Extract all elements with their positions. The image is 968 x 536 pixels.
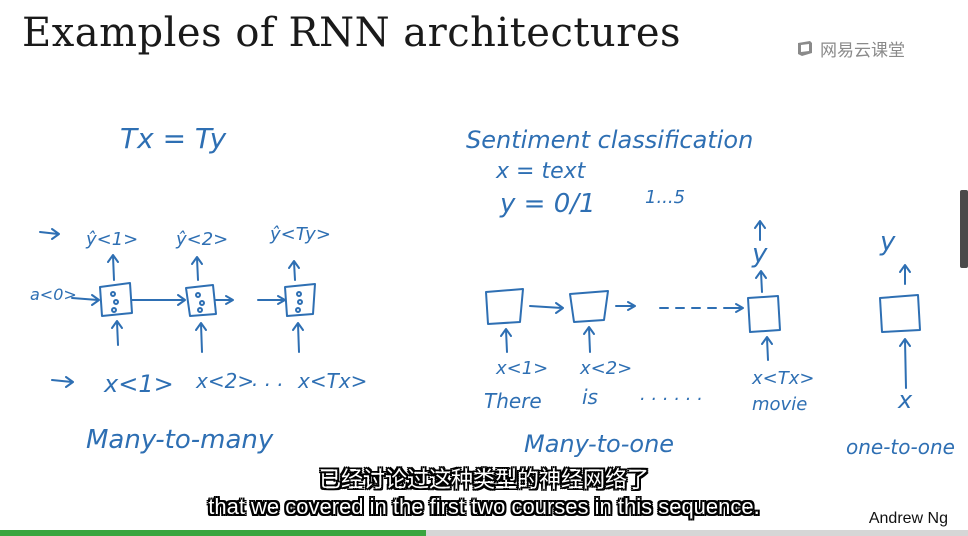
- subtitle-chinese: 已经讨论过这种类型的神经网络了: [318, 468, 649, 493]
- rnn-cell-m2o-3: [747, 295, 781, 333]
- y-class-label: y = 0/1: [499, 189, 596, 219]
- a0-label: a<0>: [30, 285, 77, 304]
- rnn-cell-m2o-2: [569, 290, 609, 323]
- output-1: ŷ<1>: [85, 229, 138, 250]
- o2o-output-y: y: [879, 227, 896, 257]
- many-to-one-label: Many-to-one: [524, 430, 674, 458]
- m2o-input-tx: x<Tx>: [751, 368, 814, 389]
- one-to-one-label: one-to-one: [846, 435, 955, 459]
- word-is: is: [582, 385, 598, 409]
- output-ty: ŷ<Ty>: [269, 224, 331, 245]
- logo-text: 网易云课堂: [820, 41, 905, 61]
- input-2: x<2>: [195, 369, 254, 393]
- cloud-classroom-icon: [798, 40, 812, 56]
- range-label: 1...5: [645, 187, 685, 208]
- subtitle-english: that we covered in the first two courses…: [208, 494, 760, 519]
- slide-title: Examples of RNN architectures: [22, 10, 682, 56]
- word-movie: movie: [752, 394, 807, 415]
- rnn-cell-1: [99, 282, 133, 317]
- rnn-cell-3: [284, 283, 316, 317]
- word-there: There: [484, 389, 542, 413]
- author-credit: Andrew Ng: [868, 510, 948, 527]
- rnn-cell-2: [185, 284, 217, 317]
- video-progress-bar[interactable]: [0, 530, 968, 536]
- o2o-input-x: x: [897, 386, 913, 414]
- input-tx: x<Tx>: [297, 369, 367, 393]
- x-text-label: x = text: [495, 159, 587, 184]
- netease-logo: 网易云课堂: [796, 36, 905, 61]
- vertical-scrollbar[interactable]: [960, 190, 968, 268]
- ellipsis: . . .: [252, 367, 284, 391]
- sentiment-label: Sentiment classification: [466, 126, 753, 154]
- m2o-output-y: y: [751, 239, 768, 269]
- m2o-dots: . . . . . .: [640, 384, 703, 405]
- tx-ty-label: Tx = Ty: [120, 122, 227, 155]
- output-2: ŷ<2>: [175, 229, 228, 250]
- many-to-many-label: Many-to-many: [86, 425, 274, 455]
- m2o-input-2: x<2>: [579, 358, 632, 379]
- rnn-cell-o2o: [879, 294, 921, 333]
- video-progress-fill: [0, 530, 426, 536]
- rnn-cell-m2o-1: [485, 288, 524, 325]
- input-1: x<1>: [103, 370, 174, 398]
- m2o-input-1: x<1>: [495, 358, 548, 379]
